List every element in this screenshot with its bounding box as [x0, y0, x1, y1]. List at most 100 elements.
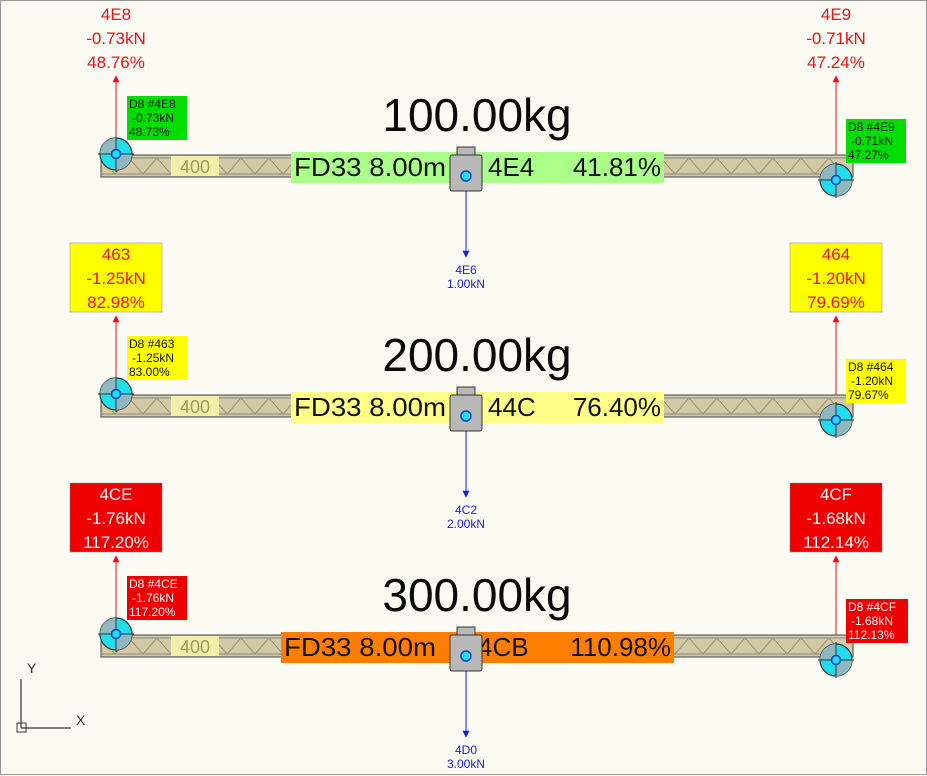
support-quadrant	[100, 618, 116, 634]
hoist-node	[460, 410, 472, 422]
beam-size-label: 400	[180, 637, 210, 657]
left-support-node	[98, 616, 134, 652]
support-quadrant	[116, 394, 132, 410]
load-value: 3.00kN	[447, 757, 485, 771]
beam-size-label: 400	[180, 157, 210, 177]
support-quadrant	[836, 660, 852, 676]
d8-tag-bg	[846, 599, 908, 643]
d8-tag-line3: 83.00%	[129, 365, 170, 379]
d8-tag-line3: 79.67%	[848, 388, 889, 402]
support-quadrant	[116, 154, 132, 170]
left-reaction: 4CE -1.76kN 117.20%	[69, 482, 163, 637]
support-quadrant	[100, 138, 116, 154]
d8-tag-line2: -1.68kN	[851, 614, 893, 628]
right-support-node	[818, 402, 854, 438]
d8-tag-line1: D8 #463	[129, 337, 175, 351]
beam-size-label: 400	[180, 397, 210, 417]
ucs-axis-icon: Y X	[16, 660, 86, 733]
load-id: 4D0	[455, 743, 477, 757]
utilisation-member: FD33 8.00m	[284, 632, 436, 662]
d8-tag-line2: -0.71kN	[851, 134, 893, 148]
reaction-force: -0.73kN	[86, 29, 146, 48]
d8-tag-line3: 112.13%	[848, 628, 895, 642]
left-support-node	[98, 136, 134, 172]
reaction-force: -1.76kN	[86, 509, 146, 528]
utilisation-percent: 41.81%	[573, 152, 661, 182]
reaction-percent: 79.69%	[807, 293, 865, 312]
reaction-box	[789, 482, 883, 553]
load-value: 2.00kN	[447, 517, 485, 531]
load-id: 4C2	[455, 503, 477, 517]
mass-label: 200.00kg	[382, 329, 571, 381]
left-support-node	[98, 376, 134, 412]
d8-tag-line1: D8 #4E8	[129, 97, 176, 111]
mass-label: 100.00kg	[382, 89, 571, 141]
right-support-node	[818, 642, 854, 678]
right-reaction: 4CF -1.68kN 112.14%	[789, 482, 883, 637]
support-node-centre	[830, 174, 842, 186]
d8-tag-bg	[846, 119, 906, 163]
d8-tag-line3: 117.20%	[129, 605, 176, 619]
beam-size-bg	[171, 396, 219, 416]
right-support-node	[818, 162, 854, 198]
support-quadrant	[820, 404, 836, 420]
utilisation-id: 44C	[488, 392, 536, 422]
beam-size-bg	[171, 636, 219, 656]
reaction-id: 4CE	[99, 485, 132, 504]
support-quadrant	[836, 180, 852, 196]
hoist-hook	[456, 146, 476, 156]
axis-x-label: X	[76, 712, 86, 728]
reaction-id: 464	[822, 245, 850, 264]
utilisation-percent: 110.98%	[570, 632, 671, 662]
utilisation-member: FD33 8.00m	[294, 152, 446, 182]
hoist-node	[460, 650, 472, 662]
reaction-percent: 47.24%	[807, 53, 865, 72]
reaction-force: -1.68kN	[806, 509, 866, 528]
reaction-percent: 117.20%	[83, 533, 149, 552]
support-quadrant	[836, 420, 852, 436]
left-reaction: 463 -1.25kN 82.98%	[69, 242, 163, 397]
d8-tag-bg	[127, 336, 187, 380]
utilisation-member: FD33 8.00m	[294, 392, 446, 422]
support-quadrant	[820, 644, 836, 660]
reaction-id: 4CF	[820, 485, 852, 504]
reaction-percent: 48.76%	[87, 53, 145, 72]
support-node-centre	[830, 414, 842, 426]
d8-tag-bg	[846, 359, 906, 403]
beam-size-bg	[171, 156, 219, 176]
reaction-percent: 112.14%	[803, 533, 869, 552]
right-reaction: 4E9 -0.71kN 47.24%	[806, 5, 866, 157]
reaction-box	[69, 482, 163, 553]
reaction-percent: 82.98%	[87, 293, 145, 312]
d8-tag-line3: 48.73%	[129, 125, 170, 139]
reaction-id: 463	[102, 245, 130, 264]
d8-tag-line2: -1.76kN	[132, 591, 174, 605]
reaction-force: -1.25kN	[86, 269, 146, 288]
reaction-id: 4E9	[821, 5, 851, 24]
mass-label: 300.00kg	[382, 569, 571, 621]
d8-tag-line1: D8 #464	[848, 360, 894, 374]
support-quadrant	[100, 378, 116, 394]
reaction-force: -0.71kN	[806, 29, 866, 48]
axis-y-label: Y	[27, 660, 37, 676]
support-node-centre	[110, 628, 122, 640]
d8-tag-line1: D8 #4CF	[848, 600, 896, 614]
support-node-centre	[110, 388, 122, 400]
load-value: 1.00kN	[447, 277, 485, 291]
support-quadrant	[820, 164, 836, 180]
hoist-hook	[456, 626, 476, 636]
d8-tag-line3: 47.27%	[848, 148, 889, 162]
